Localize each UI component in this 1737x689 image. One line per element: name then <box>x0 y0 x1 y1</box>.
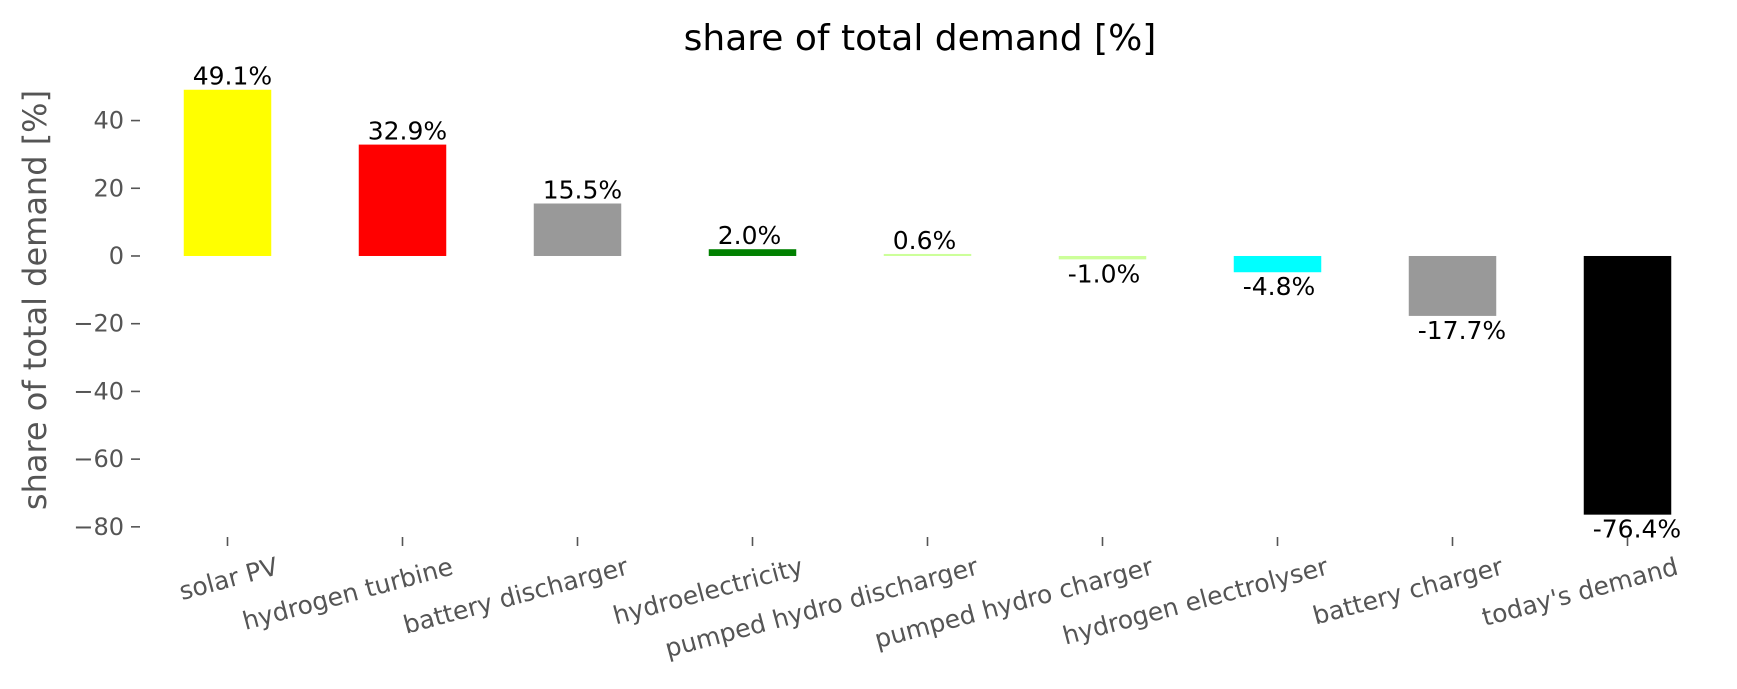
x-tick-label: battery charger <box>1310 552 1507 631</box>
y-tick-label: 20 <box>93 174 124 202</box>
bar-3 <box>533 203 622 256</box>
bar-9 <box>1583 255 1672 515</box>
data-label: 15.5% <box>543 176 622 205</box>
bar-4 <box>708 249 797 256</box>
chart-title: share of total demand [%] <box>684 18 1157 59</box>
y-tick-label: −20 <box>73 310 124 338</box>
bars <box>183 89 1672 515</box>
data-labels: 49.1% 32.9% 15.5% 2.0% 0.6% -1.0% -4.8% -17.7% -… <box>193 62 1681 544</box>
bar-7 <box>1233 255 1322 273</box>
bar-6 <box>1058 255 1147 260</box>
x-tick-label: pumped hydro discharger <box>662 552 982 664</box>
data-label: 49.1% <box>193 62 272 91</box>
bar-8 <box>1408 255 1497 316</box>
y-tick-label: −60 <box>73 445 124 473</box>
bar-1 <box>183 89 272 256</box>
y-tick-label: 40 <box>93 107 124 135</box>
bar-2 <box>358 144 447 256</box>
data-label: 0.6% <box>893 226 957 255</box>
y-tick-label: −80 <box>73 513 124 541</box>
data-label: -17.7% <box>1418 316 1506 345</box>
x-tick-label: solar PV <box>176 552 281 606</box>
data-label: 2.0% <box>718 221 782 250</box>
data-label: -1.0% <box>1068 259 1141 288</box>
data-label: -76.4% <box>1593 515 1681 544</box>
y-axis: 40 20 0 −20 −40 −60 −80 <box>73 107 140 541</box>
y-tick-label: 0 <box>109 242 124 270</box>
y-axis-label: share of total demand [%] <box>16 90 54 510</box>
y-tick-label: −40 <box>73 377 124 405</box>
data-label: -4.8% <box>1243 272 1316 301</box>
data-label: 32.9% <box>368 117 447 146</box>
bar-5 <box>883 253 972 256</box>
x-tick-label: today's demand <box>1479 552 1681 632</box>
